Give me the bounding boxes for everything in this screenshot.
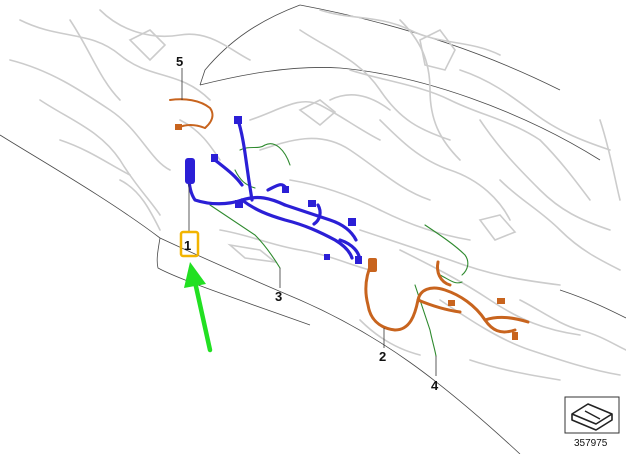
pointer-arrow	[184, 262, 213, 353]
callout-4-label: 4	[431, 378, 439, 393]
reference-number: 357975	[574, 438, 608, 449]
harness-orange	[364, 260, 530, 334]
harness-orange-connectors	[368, 258, 518, 340]
callout-3-label: 3	[275, 289, 282, 304]
callout-leaders	[181, 68, 437, 376]
background-harness-lines	[9, 9, 626, 381]
callout-1-label: 1	[184, 238, 191, 253]
harness-blue-connectors	[185, 116, 362, 264]
harness-orange-top-connectors	[175, 124, 182, 130]
callout-1-highlight-box	[179, 230, 200, 258]
reference-icon-box	[564, 396, 620, 434]
harness-orange-top	[169, 98, 214, 129]
callout-5-label: 5	[176, 54, 183, 69]
callout-2-label: 2	[379, 349, 386, 364]
view-direction-icon	[571, 403, 613, 431]
